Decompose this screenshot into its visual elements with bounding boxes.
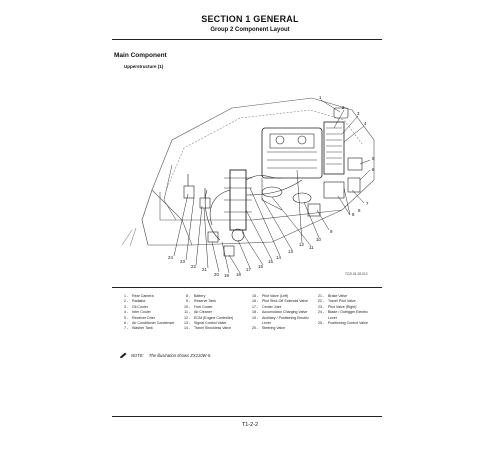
note: NOTE: The illustration shows ZX210W-5. [119,352,211,359]
legend-item: 14-Travel Shockless Valve [184,326,231,331]
header-rule [112,39,382,40]
callout-17: 17 [246,267,251,272]
legend-item: 12-ECM (Engine Controller) [184,315,234,320]
legend-item: 7-Washer Tank [124,326,153,331]
legend-item: 22-Travel Pilot Valve [318,299,356,304]
legend-item: 6-Air Conditioner Condenser [124,321,175,326]
callout-1: 1 [319,95,322,100]
callout-24: 24 [168,255,173,260]
legend-column-1: 1-Rear Camera 2-Radiator 3-Oil Cooler 4-… [118,294,190,332]
legend-item: 15-Pilot Valve (Left) [252,294,289,298]
page-number: T1-2-2 [241,422,259,428]
callout-5: 5 [372,156,375,161]
figure-code: TC2I-01-02-012 [345,272,368,276]
legend-column-3: 15-Pilot Valve (Left) 16-Pilot Shut-Off … [248,294,320,332]
component-illustration: 1 2 3 4 5 6 7 8 8 9 10 11 12 13 14 15 16… [121,95,375,278]
callout-4: 4 [364,121,367,126]
machine-line-drawing [121,97,375,257]
leader-lines [173,99,371,274]
legend-item: 23-Pilot Valve (Right) [318,304,357,309]
legend-column-2: 8-Battery 9-Reserve Tank 10-Fuel Cooler … [180,294,252,332]
callout-22: 22 [191,264,196,269]
legend-item: 19-Auxiliary / Positioning Electric [252,315,309,320]
legend-column-4: 21-Brake Valve 22-Travel Pilot Valve 23-… [314,294,386,326]
callout-23: 23 [180,259,185,264]
callout-16: 16 [258,264,263,269]
note-text: The illustration shows ZX210W-5. [148,353,212,358]
callout-13: 13 [288,249,293,254]
callout-18: 18 [236,272,241,277]
callout-8a: 8 [352,212,355,217]
legend-item-continued: Lever [262,321,271,326]
legend-item: 25-Positioning Control Valve [318,321,368,326]
legend-item: 17-Center Joint [252,304,282,309]
legend-item: 10-Fuel Cooler [184,304,213,309]
footer-rule [112,416,382,417]
callout-7: 7 [366,201,369,206]
callout-11: 11 [309,245,314,250]
legend-item: 9-Reserve Tank [186,299,216,304]
callout-3: 3 [357,111,360,116]
legend-item: 24-Blade / Outrigger Electric [318,310,368,315]
page-title: SECTION 1 GENERAL [201,14,299,24]
legend-item-continued: Lever [328,315,337,320]
legend-item: 11-Air Cleaner [184,310,212,315]
legend-item: 20-Steering Valve [252,326,286,331]
legend-item: 3-Oil Cooler [124,304,148,309]
legend-item: 16-Pilot Shut-Off Solenoid Valve [252,299,309,304]
legend-item: 18-Accumulator Charging Valve [252,310,308,315]
callout-8b: 8 [358,208,361,213]
callout-9: 9 [330,229,333,234]
callout-20: 20 [214,272,219,277]
pencil-icon [119,352,127,359]
legend-item: 21-Brake Valve [318,294,348,298]
callout-15: 15 [268,259,273,264]
legend-item: 5-Receiver Drier [124,315,155,320]
legend-item: 1-Rear Camera [124,294,154,298]
callout-14: 14 [276,255,281,260]
callout-21: 21 [202,267,207,272]
page-subtitle: Group 2 Component Layout [210,27,290,33]
callout-6: 6 [372,167,375,172]
callout-19: 19 [224,273,229,278]
callout-12: 12 [299,242,304,247]
callout-2: 2 [342,105,345,110]
legend-item: 13-Signal Control Valve [184,321,227,326]
callout-10: 10 [316,237,321,242]
legend-item: 4-Inter Cooler [124,310,151,315]
note-label: NOTE: [131,353,144,358]
legend-item: 8-Battery [186,294,206,298]
callout-labels: 1 2 3 4 5 6 7 8 8 9 10 11 12 13 14 15 16… [168,95,375,278]
section-heading: Main Component [114,52,167,59]
legend-item: 2-Radiator [124,299,146,304]
legend-rule [112,287,382,288]
subsection-heading: Upperstructure (1) [124,64,164,69]
